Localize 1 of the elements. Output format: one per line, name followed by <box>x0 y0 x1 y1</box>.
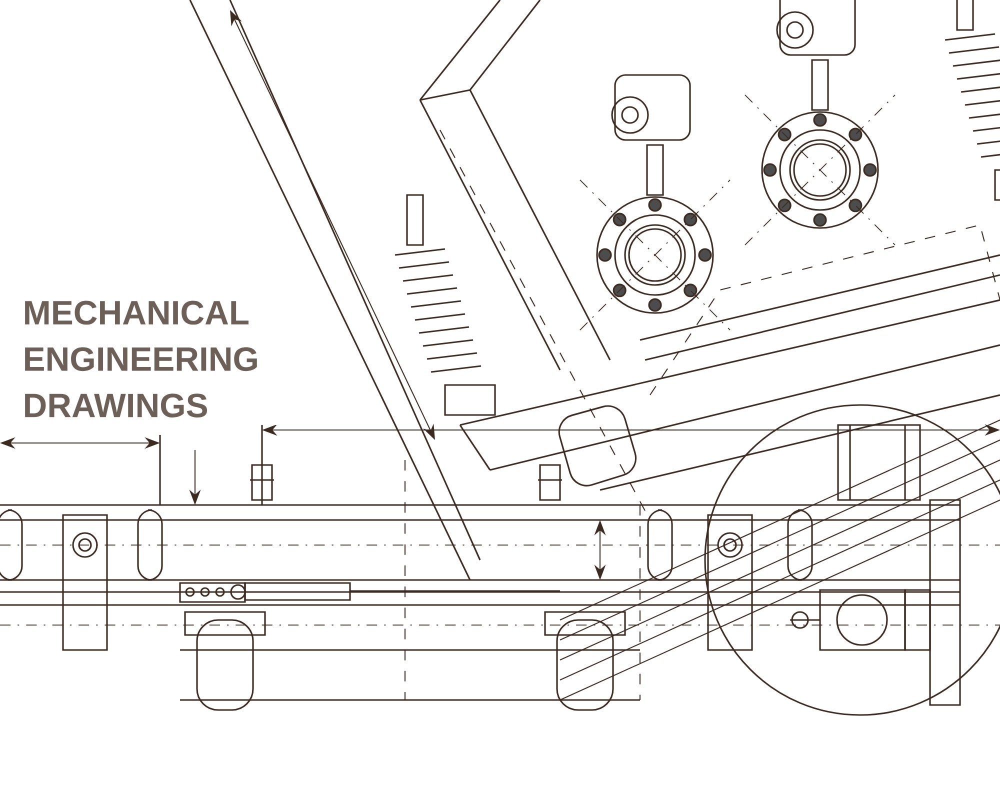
title: MECHANICAL ENGINEERING DRAWINGS <box>25 300 257 418</box>
